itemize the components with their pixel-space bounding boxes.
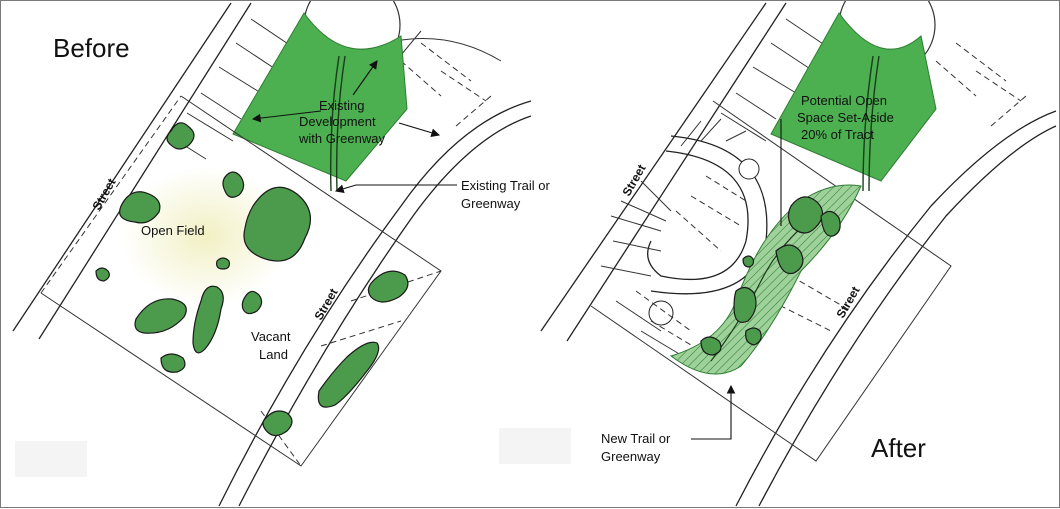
new-development-boundary bbox=[590, 100, 952, 462]
before-title: Before bbox=[53, 33, 130, 63]
existing-development-greenway bbox=[232, 12, 408, 182]
label-open-space-3: 20% of Tract bbox=[801, 127, 874, 142]
blank-tag-before bbox=[15, 441, 87, 477]
existing-development-greenway-after bbox=[770, 12, 937, 182]
label-vacant-land-2: Land bbox=[259, 347, 288, 362]
street-right-edge-after bbox=[735, 110, 1057, 507]
blank-tag-after bbox=[499, 428, 571, 464]
label-street-before-right: Street bbox=[311, 286, 340, 322]
tree-clusters-after bbox=[700, 196, 841, 356]
subdivision-road bbox=[647, 150, 749, 280]
street-left-edge-after bbox=[540, 2, 767, 332]
label-open-space-1: Potential Open bbox=[801, 93, 887, 108]
street-right-edge-2 bbox=[238, 115, 532, 507]
subdivision-cul-de-sac bbox=[648, 300, 674, 326]
label-vacant-land-1: Vacant bbox=[251, 329, 291, 344]
street-right-edge bbox=[218, 100, 532, 507]
vacant-tract-boundary bbox=[40, 95, 442, 467]
label-new-trail-2: Greenway bbox=[601, 449, 661, 464]
label-existing-trail-2: Greenway bbox=[461, 196, 521, 211]
before-panel: Before Open Field Vacant Land Existing D… bbox=[12, 1, 551, 507]
label-open-space-2: Space Set-Aside bbox=[797, 110, 894, 125]
label-open-field: Open Field bbox=[141, 223, 205, 238]
label-existing-development-3: with Greenway bbox=[298, 131, 385, 146]
label-street-before-left: Street bbox=[89, 176, 118, 212]
after-title: After bbox=[871, 433, 926, 463]
label-new-trail-1: New Trail or bbox=[601, 431, 671, 446]
label-existing-trail-1: Existing Trail or bbox=[461, 178, 551, 193]
label-existing-development-1: Existing bbox=[319, 98, 365, 113]
street-left-edge bbox=[12, 2, 232, 332]
tree-clusters-before bbox=[95, 122, 409, 437]
existing-trail-line bbox=[329, 55, 340, 192]
open-field-glow bbox=[121, 166, 291, 306]
street-left-edge-2 bbox=[38, 2, 252, 340]
street-right-edge-after-2 bbox=[758, 125, 1057, 507]
after-panel: After Potential Open Space Set-Aside 20%… bbox=[499, 1, 1057, 507]
label-existing-development-2: Development bbox=[299, 114, 376, 129]
street-left-edge-after-2 bbox=[566, 2, 787, 342]
